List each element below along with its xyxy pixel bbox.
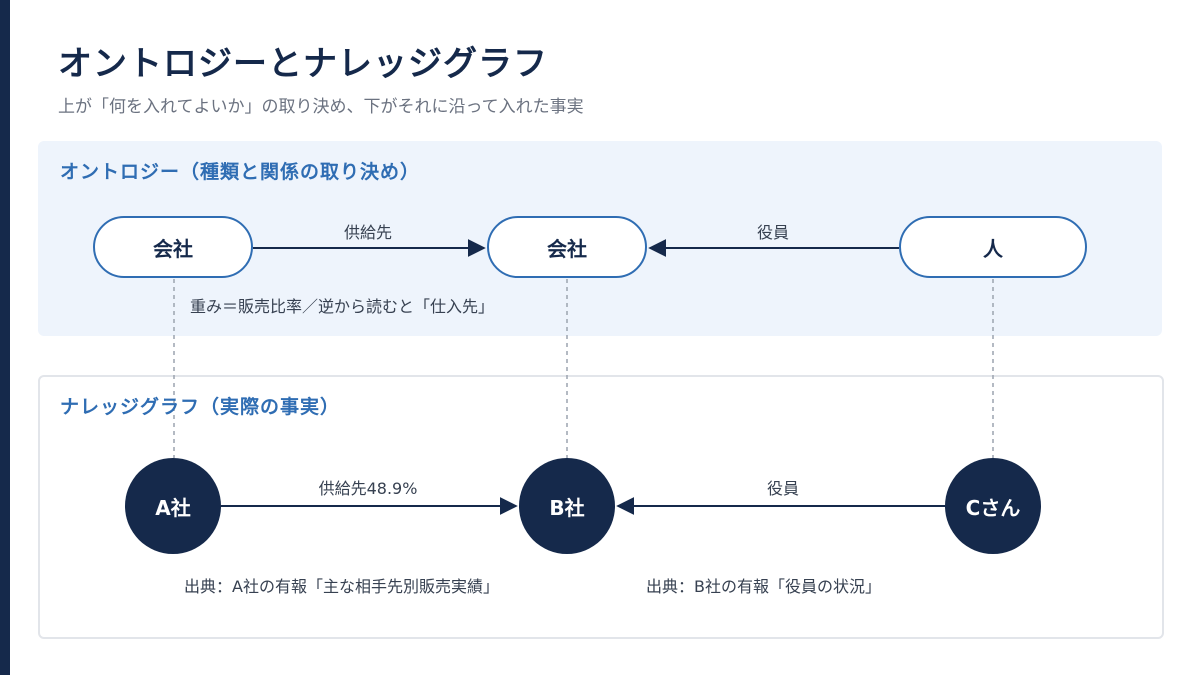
ontology-node-company-2: 会社 xyxy=(487,216,647,278)
weight-note: 重み＝販売比率／逆から読むと「仕入先」 xyxy=(190,297,495,316)
ontology-node-person: 人 xyxy=(899,216,1087,278)
graph-edge-supplier-label: 供給先48.9% xyxy=(318,479,418,498)
graph-node-a: A社 xyxy=(125,458,221,554)
source-note-a: 出典：A社の有報「主な相手先別販売実績」 xyxy=(184,577,499,596)
ontology-section-title: オントロジー（種類と関係の取り決め） xyxy=(60,161,421,183)
page-subtitle: 上が「何を入れてよいか」の取り決め、下がそれに沿って入れた事実 xyxy=(58,97,584,117)
graph-node-b: B社 xyxy=(519,458,615,554)
knowledge-graph-section-title: ナレッジグラフ（実際の事実） xyxy=(60,396,341,418)
ontology-edge-officer-label: 役員 xyxy=(756,223,790,242)
graph-edge-officer-label: 役員 xyxy=(766,479,800,498)
page-title: オントロジーとナレッジグラフ xyxy=(58,44,548,84)
left-accent-bar xyxy=(0,0,10,675)
graph-node-c: Cさん xyxy=(945,458,1041,554)
source-note-b: 出典：B社の有報「役員の状況」 xyxy=(646,577,881,596)
ontology-edge-supplier-label: 供給先 xyxy=(343,223,393,242)
ontology-node-company-1: 会社 xyxy=(93,216,253,278)
